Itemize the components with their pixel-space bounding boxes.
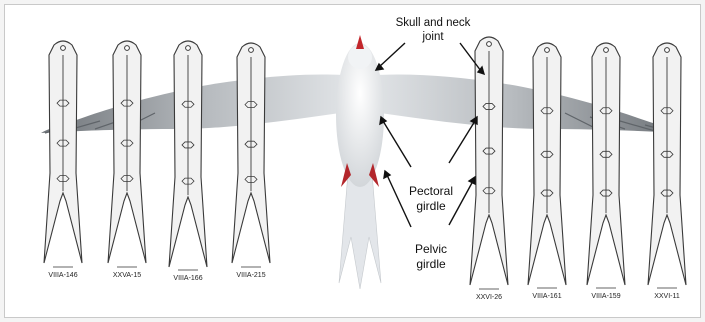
figure-frame: VIIIA-146 XXVA-15 VIIIA-166 VIIIA-215XXVI-2…	[4, 4, 701, 318]
artifact-id-label: XXVI-11	[654, 293, 680, 300]
tail	[339, 173, 381, 289]
pectoral-label-line2: girdle	[416, 199, 446, 213]
artifact-viiia-161: VIIIA-161	[528, 43, 566, 300]
artifact-id-label: VIIIA-159	[591, 293, 620, 300]
artifact-xxvi-11: XXVI-11	[648, 43, 686, 300]
pin-hole	[186, 46, 191, 51]
pin-hole	[487, 42, 492, 47]
arrow-pelvic-to-bird	[387, 175, 411, 227]
artifact-id-label: VIIIA-146	[48, 272, 77, 279]
artifact-id-label: VIIIA-161	[532, 293, 561, 300]
artifact-id-label: VIIIA-166	[173, 275, 202, 282]
beak	[356, 35, 364, 49]
right-wing	[377, 74, 679, 133]
artifact-id-label: XXVA-15	[113, 272, 141, 279]
artifact-id-label: VIIIA-215	[236, 272, 265, 279]
skull-label-line1: Skull and neck	[396, 17, 471, 29]
artifact-xxvi-26: XXVI-26	[470, 37, 508, 301]
artifact-id-label: XXVI-26	[476, 294, 502, 301]
pelvic-label-line1: Pelvic	[415, 242, 447, 256]
pin-hole	[545, 48, 550, 53]
pin-hole	[604, 48, 609, 53]
arrow-pectoral-to-pin	[449, 121, 475, 163]
artifact-viiia-159: VIIIA-159	[587, 43, 625, 300]
pin-hole	[665, 48, 670, 53]
pin-hole	[249, 48, 254, 53]
diagram-canvas: VIIIA-146 XXVA-15 VIIIA-166 VIIIA-215XXVI-2…	[5, 5, 701, 318]
pelvic-label-line2: girdle	[416, 257, 446, 271]
pin-hole	[125, 46, 130, 51]
artifact-viiia-146: VIIIA-146	[44, 41, 82, 279]
pin-hole	[61, 46, 66, 51]
arrow-skull-to-bird	[379, 43, 405, 67]
arrow-pectoral-to-bird	[383, 121, 411, 167]
artifact-viiia-166: VIIIA-166	[169, 41, 207, 282]
annotation-labels: Skull and neck joint Pectoral girdle Pel…	[396, 17, 471, 271]
artifact-xxva-15: XXVA-15	[108, 41, 146, 279]
skull-label-line2: joint	[421, 31, 444, 43]
pectoral-label-line1: Pectoral	[409, 184, 453, 198]
artifact-viiia-215: VIIIA-215	[232, 43, 270, 279]
